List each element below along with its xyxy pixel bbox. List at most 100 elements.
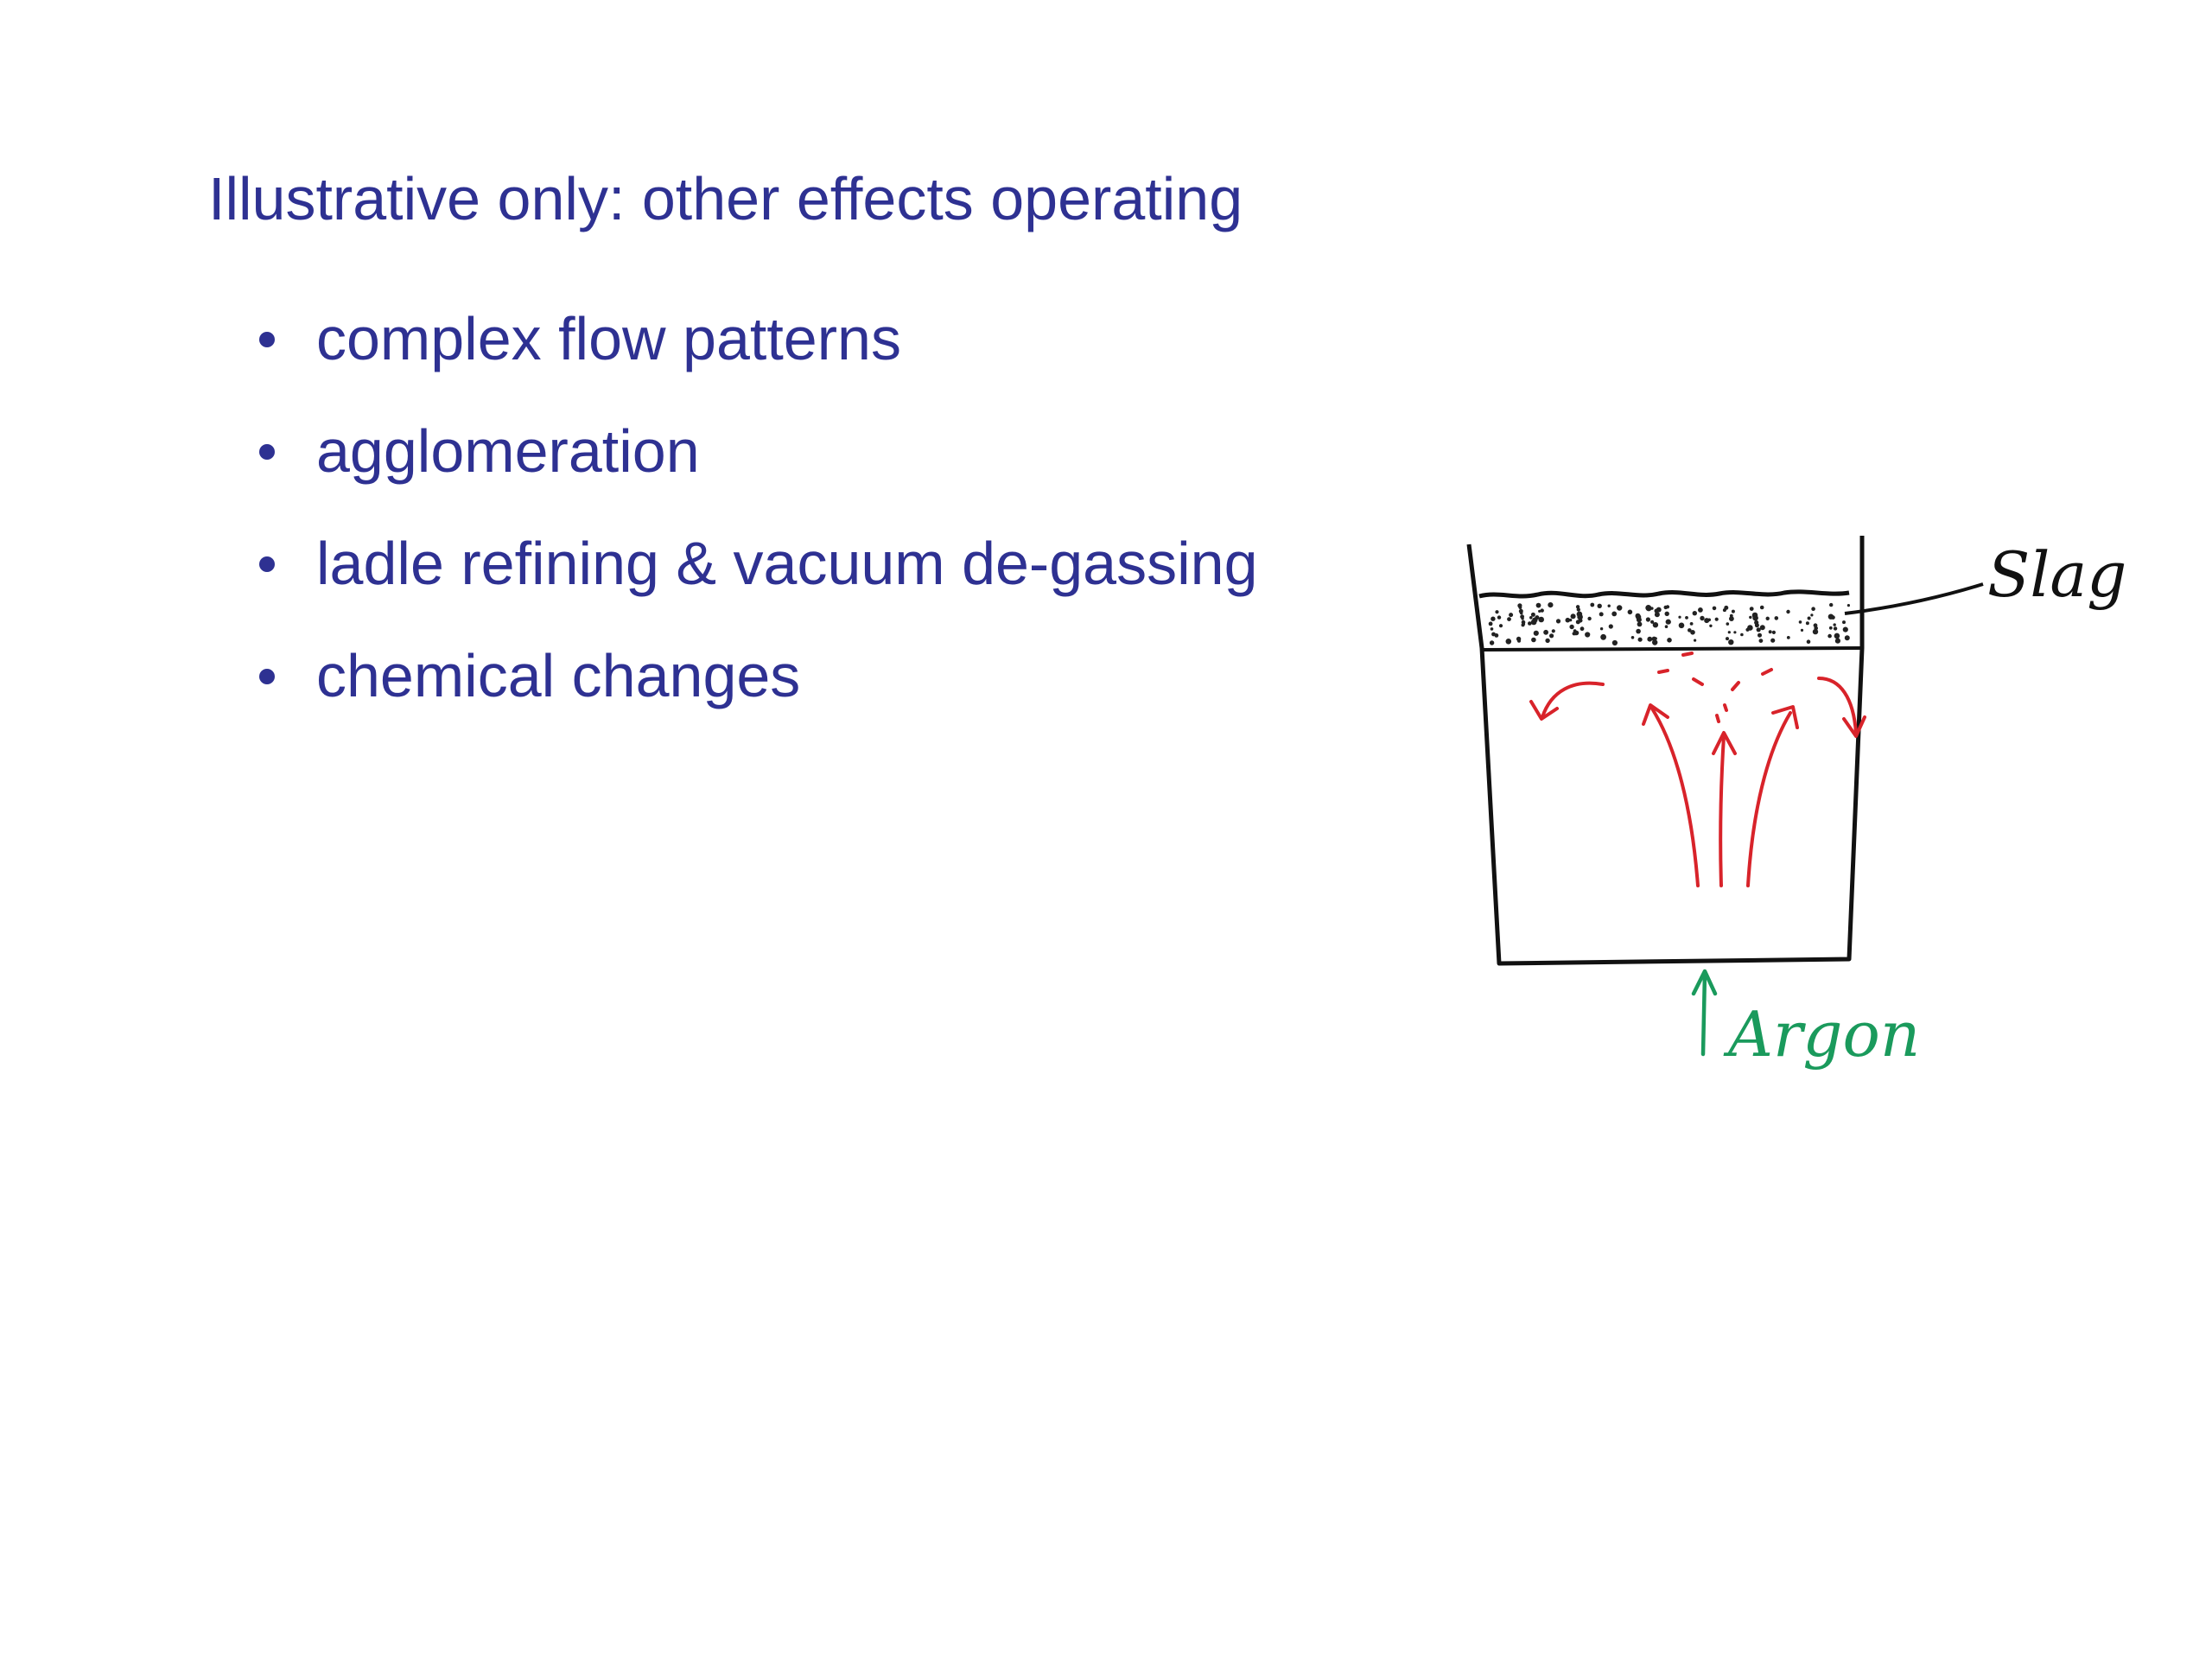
slag-dot (1570, 614, 1575, 619)
slag-bottom-line (1480, 646, 1861, 652)
slag-dot (1535, 615, 1540, 620)
slag-dot (1580, 626, 1585, 632)
slag-dot (1551, 629, 1555, 633)
slag-dot (1530, 612, 1535, 617)
slag-dot (1798, 620, 1802, 624)
slag-dot (1495, 610, 1499, 614)
slag-dot (1768, 630, 1772, 634)
slag-dot (1774, 616, 1779, 620)
slag-dot (1806, 639, 1811, 644)
slag-dot (1689, 622, 1694, 626)
slag-dot (1528, 621, 1532, 626)
slag-dot (1565, 617, 1571, 623)
slag-dot (1771, 630, 1776, 634)
slag-dot (1707, 618, 1711, 622)
slag-dot (1844, 635, 1850, 641)
bullet-text: chemical changes (316, 642, 801, 709)
slag-dot (1663, 605, 1668, 610)
slag-dot (1543, 629, 1548, 635)
slag-dot (1800, 628, 1804, 632)
slag-dot (1833, 623, 1836, 626)
slag-dot (1540, 608, 1544, 613)
slag-dot (1827, 613, 1834, 620)
slag-dot (1844, 628, 1847, 632)
slag-dot (1810, 613, 1814, 617)
slag-dot (1509, 613, 1514, 618)
slag-dot (1678, 622, 1685, 629)
slag-dot (1786, 609, 1790, 614)
slag-dot (1545, 638, 1550, 644)
slag-dot (1759, 625, 1765, 631)
slag-dot (1647, 636, 1653, 642)
flow-arrow-center (1719, 734, 1726, 887)
slag-dot (1756, 627, 1761, 632)
slag-dot (1733, 631, 1737, 634)
slag-dot (1637, 621, 1643, 627)
slag-dot (1538, 616, 1544, 623)
slag-dot (1507, 617, 1511, 621)
slag-dot (1531, 637, 1536, 643)
flow-arrow-left (1541, 681, 1605, 719)
slag-leader-line (1844, 582, 1984, 615)
slag-dot (1727, 631, 1731, 634)
slag-dot (1709, 624, 1713, 627)
bullet-icon (259, 332, 275, 347)
slag-dot (1698, 607, 1703, 613)
slag-dot (1587, 616, 1592, 621)
bullet-icon (259, 444, 275, 460)
slag-dot (1754, 623, 1759, 628)
slag-dot (1685, 616, 1688, 620)
slag-dot (1758, 639, 1764, 643)
flow-arrow-inner-left (1650, 707, 1700, 887)
slag-dot (1555, 619, 1561, 624)
slag-dot (1842, 620, 1846, 625)
slag-dot (1518, 606, 1522, 609)
slag-dot (1714, 617, 1719, 621)
slag-dot (1611, 611, 1618, 617)
slag-dot (1569, 624, 1574, 630)
slag-dot (1636, 628, 1641, 634)
slag-top-line (1478, 589, 1850, 599)
slag-dot (1517, 639, 1521, 643)
slag-label: Slag (1987, 538, 2126, 611)
slag-dot (1812, 628, 1819, 635)
slag-dot (1811, 607, 1815, 611)
slag-dot (1494, 633, 1499, 638)
argon-arrow (1691, 969, 1718, 1057)
slag-dot (1747, 625, 1753, 631)
slag-dot (1490, 627, 1494, 631)
slag-dot (1549, 633, 1554, 639)
slag-dot (1497, 615, 1502, 620)
slag-dot (1533, 630, 1539, 636)
slag-dot (1600, 633, 1606, 640)
slag-dot (1576, 607, 1580, 612)
slag-dot (1726, 622, 1730, 626)
slag-dot (1519, 611, 1523, 615)
argon-label: Argon (1723, 998, 1920, 1071)
slag-dot (1608, 624, 1613, 629)
slag-dot (1654, 608, 1659, 613)
flow-arrow-right (1817, 677, 1858, 734)
slag-dot (1759, 605, 1764, 610)
slag-dot (1749, 615, 1752, 620)
slag-dot (1585, 632, 1591, 638)
flow-arrow-inner-right (1746, 711, 1792, 887)
slag-dot (1758, 632, 1762, 638)
slag-dot (1765, 616, 1770, 620)
slag-dot (1654, 637, 1657, 640)
slag-dot (1573, 630, 1580, 636)
slag-dot (1529, 616, 1533, 620)
slag-dot (1599, 627, 1604, 631)
slag-dot (1522, 622, 1526, 626)
slag-dot (1722, 608, 1726, 613)
slag-dot (1491, 616, 1496, 621)
slag-dot (1645, 617, 1650, 622)
slag-dot (1834, 632, 1840, 639)
slag-dot (1678, 615, 1681, 619)
flow-arrows (1529, 652, 1866, 887)
slag-dot (1627, 609, 1633, 615)
bullet-text: agglomeration (316, 417, 700, 485)
slag-dot (1666, 620, 1671, 625)
slag-dot (1505, 639, 1512, 645)
